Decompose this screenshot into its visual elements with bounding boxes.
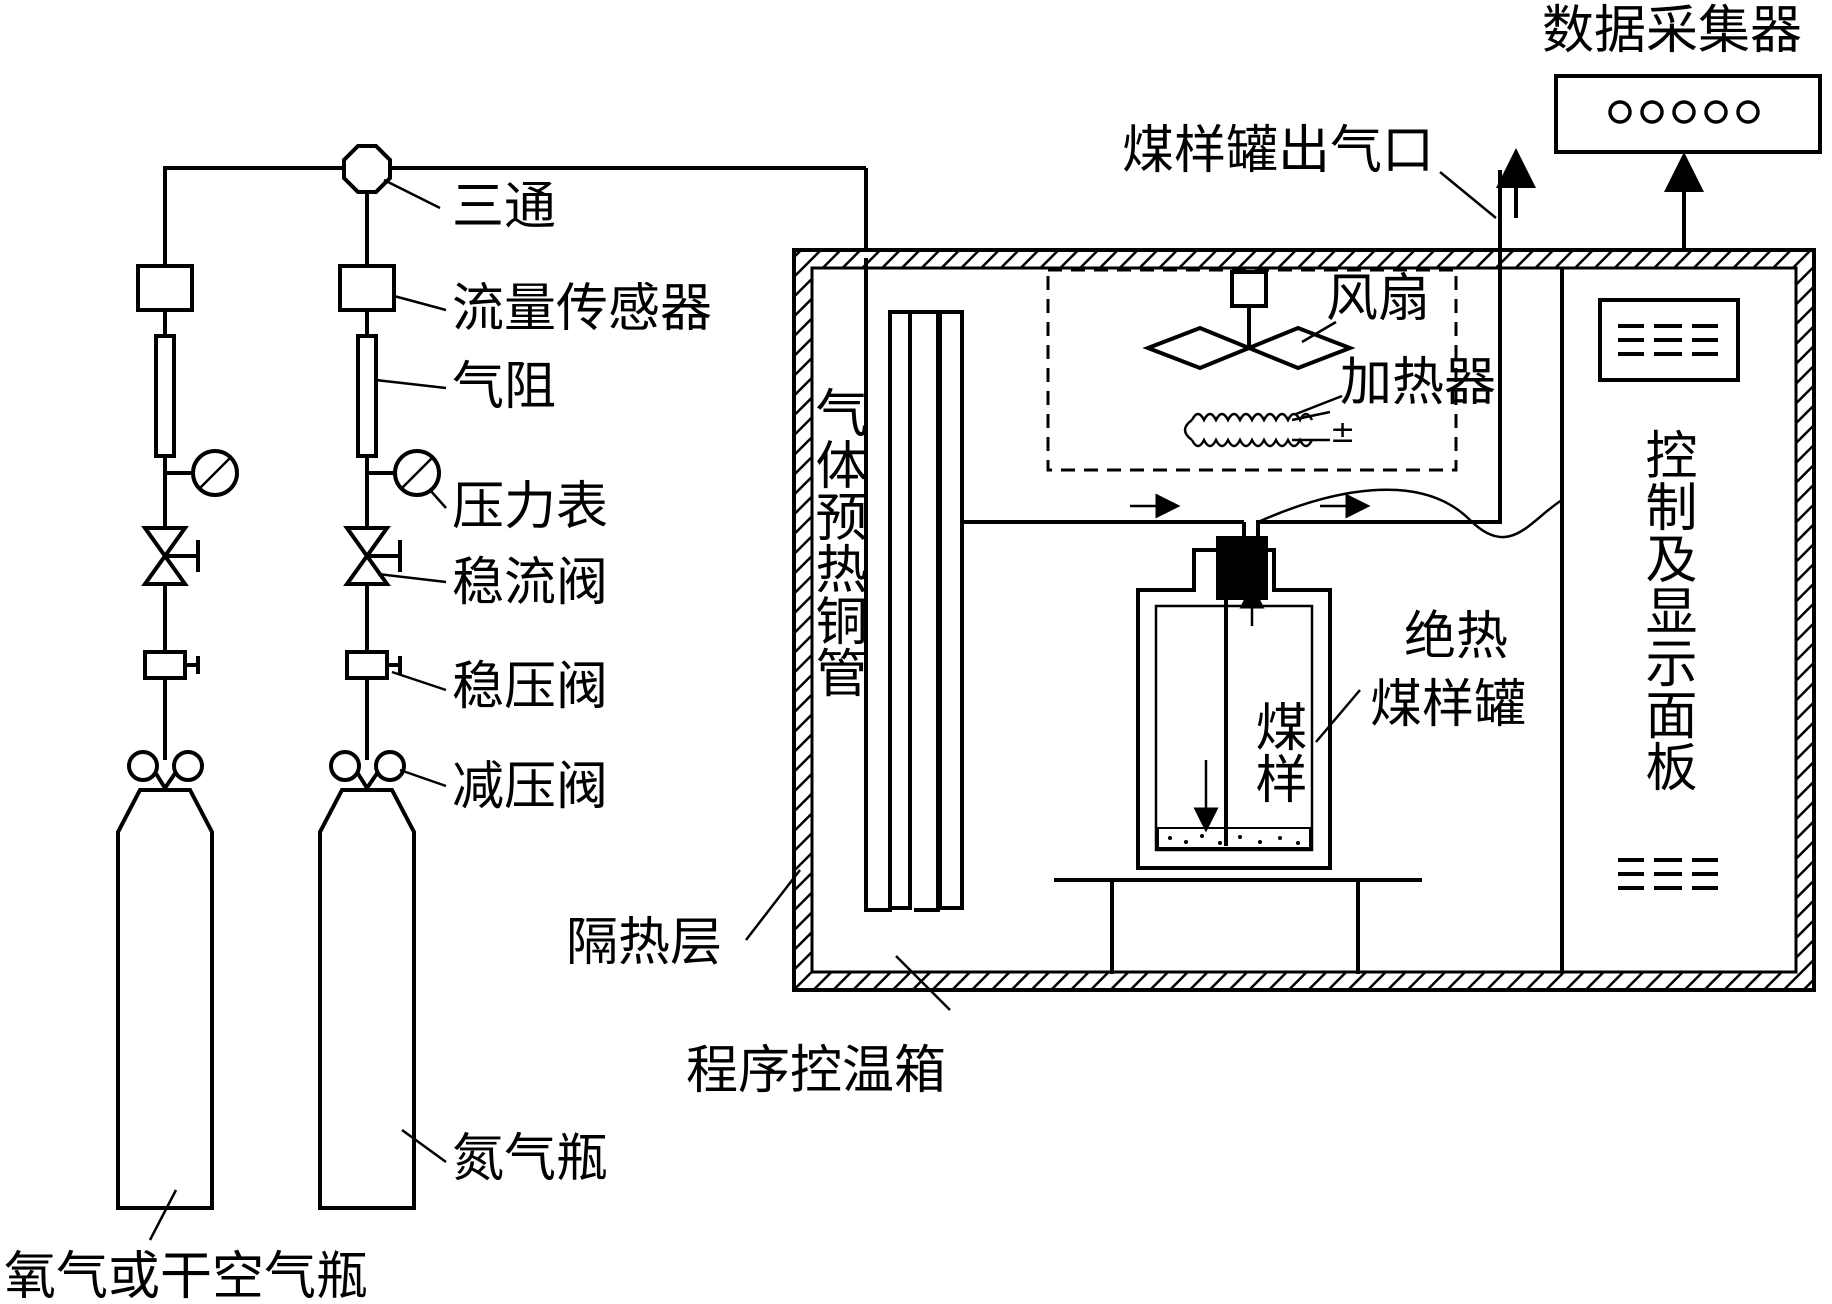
fan-motor (1230, 270, 1268, 308)
flow-valve-left-top (141, 526, 189, 560)
preheat-copper-tube (864, 258, 1244, 912)
label-fan: 风扇 (1326, 269, 1430, 329)
label-can-outlet: 煤样罐出气口 (1122, 121, 1434, 181)
insulated-coal-can (1054, 536, 1422, 974)
pressure-reducer-right-b (374, 750, 406, 782)
label-pressure-stabilizer: 稳压阀 (452, 657, 608, 717)
control-panel-indicators (1618, 324, 1718, 890)
label-control-panel: 控制及显示面板 (1636, 428, 1696, 792)
three-way-connector (342, 144, 392, 194)
label-preheat-copper-tube: 气体预热铜管 (806, 386, 866, 698)
flow-valve-right-top (343, 526, 391, 560)
signal-wire (1257, 488, 1563, 539)
label-insulated-can-line2: 煤样罐 (1370, 675, 1526, 735)
gas-resistor-right (356, 334, 378, 458)
label-pressure-gauge: 压力表 (452, 477, 608, 537)
pressure-stabilizer-left (143, 650, 187, 680)
pressure-reducer-left-b (172, 750, 204, 782)
label-insulated-can-line1: 绝热 (1404, 607, 1508, 667)
nitrogen-bottle (318, 788, 416, 1210)
label-data-collector: 数据采集器 (1542, 1, 1802, 61)
label-nitrogen-bottle: 氮气瓶 (452, 1129, 608, 1189)
pressure-stabilizer-right (345, 650, 389, 680)
can-lid (1216, 536, 1268, 600)
label-gas-resistor: 气阻 (452, 357, 556, 417)
label-heater: 加热器 (1340, 353, 1496, 413)
label-oven: 程序控温箱 (686, 1041, 946, 1101)
fan-blade-right (1243, 325, 1356, 371)
pressure-reducer-left-a (127, 750, 159, 782)
flow-sensor-right (338, 264, 396, 312)
flow-sensor-left (136, 264, 194, 312)
heater-coil (1183, 410, 1331, 448)
label-three-way: 三通 (452, 177, 556, 237)
gas-resistor-left (154, 334, 176, 458)
leader-lines (148, 171, 1497, 1241)
oxygen-bottle (116, 788, 214, 1210)
label-oxygen-bottle: 氧气或干空气瓶 (4, 1247, 368, 1304)
nitrogen-line-components (329, 264, 441, 790)
label-coal-sample: 煤样 (1246, 700, 1306, 804)
pressure-reducer-right-a (329, 750, 361, 782)
fan-heater-zone (1046, 268, 1458, 472)
label-heater-sign: ± (1330, 415, 1355, 450)
oxygen-line-components (127, 264, 239, 790)
coal-sample-layer (1157, 827, 1311, 849)
label-flow-sensor: 流量传感器 (452, 279, 712, 339)
label-insulation-layer: 隔热层 (566, 913, 722, 973)
label-flow-valve: 稳流阀 (452, 553, 608, 613)
label-pressure-reducer: 减压阀 (452, 757, 608, 817)
data-collector-ports (1608, 100, 1760, 124)
